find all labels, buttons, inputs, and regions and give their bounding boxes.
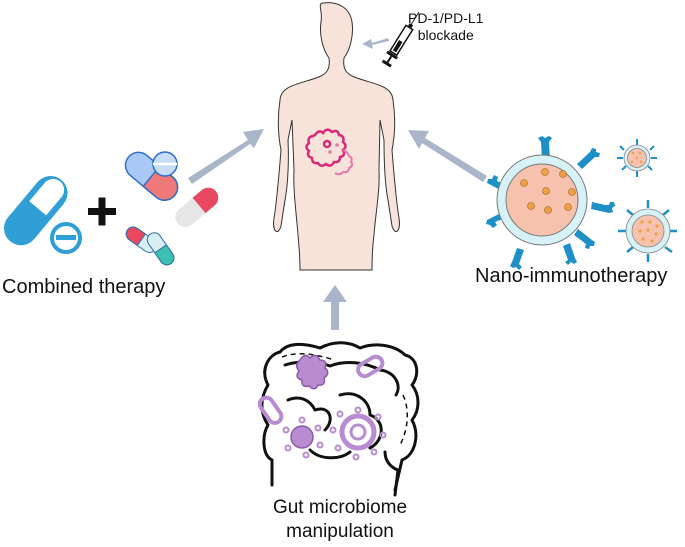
red-white-capsule-icon [175,187,219,227]
pd-label-line1: PD-1/PD-L1 [408,10,484,26]
syringe-icon [381,12,420,68]
microbe-spikes [282,406,387,461]
gut-label-line2: manipulation [286,521,394,542]
arrow-combined-to-body [188,129,264,184]
combined-therapy-label: Combined therapy [2,276,166,298]
intestine-icon [260,341,420,497]
tumor-cell-icon [305,128,347,167]
gut-label-line1: Gut microbiome [272,497,408,518]
arrow-nano-to-body [408,130,487,182]
round-tablet-icon [50,222,82,254]
arrow-gut-to-body [323,285,347,330]
pd-label-line2: blockade [417,27,474,43]
nano-immunotherapy-label: Nano-immunotherapy [475,265,668,287]
gut-microbiome-label: Gut microbiome manipulation [250,496,430,544]
pd-label: PD-1/PD-L1 blockade [408,10,483,44]
tumor-dot [328,150,332,154]
nanoparticle-large-icon [486,136,615,270]
small-tablet-icon [152,151,178,177]
nanoparticle-medium-icon [618,200,677,262]
small-capsules-icon [125,226,175,266]
arrow-pd-to-body [362,38,389,49]
intestine-dashes [281,353,408,446]
tumor-cell-shadow-icon [334,149,354,176]
microbes-icon [257,354,385,451]
human-body [273,2,400,271]
large-capsule-icon [3,176,68,246]
plus-icon [88,197,116,226]
nanoparticle-small-icon [617,139,657,177]
tumor-dot [335,143,339,147]
